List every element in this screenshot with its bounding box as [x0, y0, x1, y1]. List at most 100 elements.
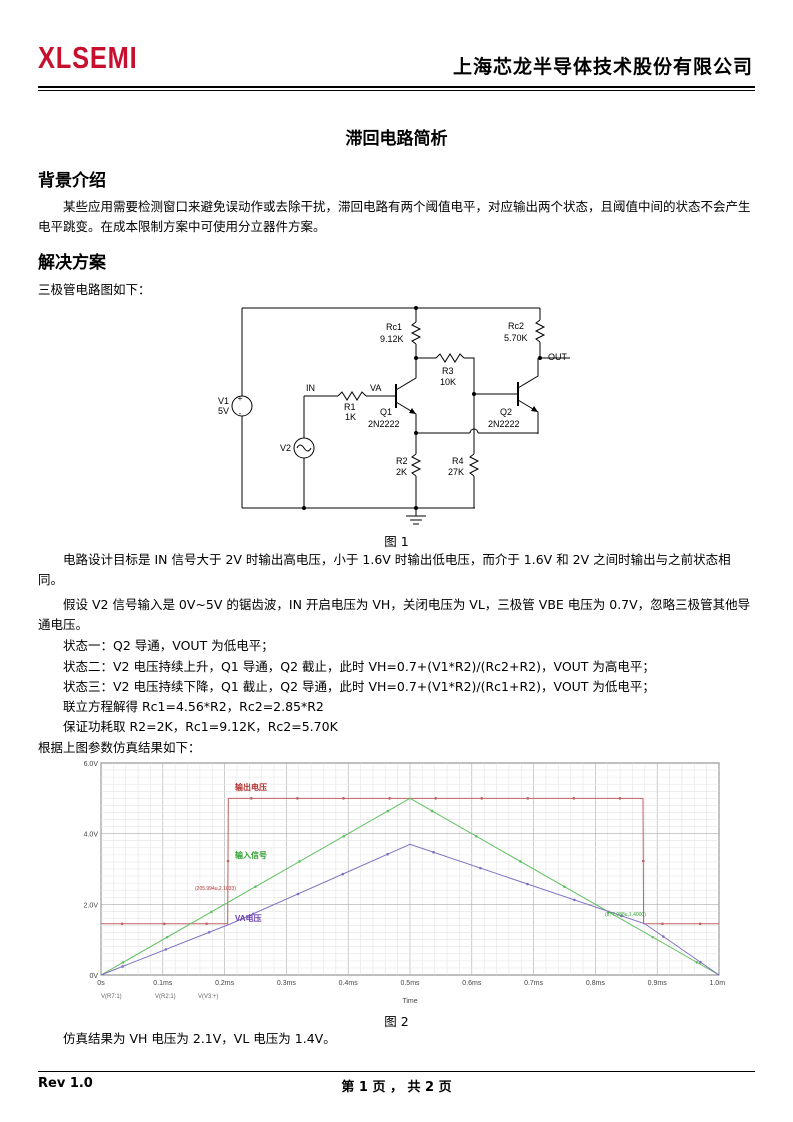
state-three: 状态三：V2 电压持续下降，Q1 截止，Q2 导通，此时 VH=0.7+(V1*…	[63, 679, 655, 694]
series-marker	[341, 872, 345, 876]
revision: Rev 1.0	[38, 1076, 93, 1091]
component-choice: 保证功耗取 R2=2K，Rc1=9.12K，Rc2=5.70K	[63, 719, 338, 734]
company-name: 上海芯龙半导体技术股份有限公司	[452, 56, 753, 78]
series-marker	[699, 960, 702, 964]
y-tick-label: 4.0V	[84, 832, 99, 839]
company-logo: XLSEMI	[38, 40, 138, 75]
series-marker	[121, 961, 125, 964]
series-marker	[526, 882, 529, 886]
background-paragraph: 某些应用需要检测窗口来避免误动作或去除干扰，滞回电路有两个阈值电平，对应输出两个…	[38, 199, 751, 234]
label-q1: Q1	[380, 407, 392, 417]
circuit-diagram: + - V1 5V V2 IN VA R1 1K Rc1 9.12K Rc2 5…	[218, 306, 570, 525]
series-marker	[296, 797, 299, 800]
label-rc1-val: 9.12K	[380, 334, 404, 344]
y-tick-label: 6.0V	[84, 761, 99, 768]
label-rc2-val: 5.70K	[504, 333, 528, 343]
annotation-vl-point: (877.088u,1.4000)	[605, 912, 646, 918]
section-heading-background: 背景介绍	[38, 171, 106, 191]
result-paragraph: 仿真结果为 VH 电压为 2.1V，VL 电压为 1.4V。	[63, 1031, 336, 1046]
series-marker	[563, 885, 566, 888]
equation-solution: 联立方程解得 Rc1=4.56*R2，Rc2=2.85*R2	[63, 699, 324, 714]
x-tick-label: 0s	[97, 980, 105, 987]
series-marker	[661, 922, 664, 926]
label-rc2: Rc2	[508, 321, 524, 331]
page-number: 第 1 页 ， 共 2 页	[341, 1080, 452, 1095]
series-marker	[121, 965, 124, 968]
svg-text:+: +	[238, 394, 243, 403]
x-tick-label: 0.2ms	[215, 980, 235, 987]
series-marker	[618, 797, 622, 800]
label-r1-val: 1K	[345, 412, 356, 422]
legend-r2: V(R2:1)	[155, 994, 176, 1000]
label-q1-type: 2N2222	[368, 419, 400, 429]
series-line-2	[100, 843, 720, 976]
series-line-1	[100, 797, 720, 976]
section-heading-solution: 解决方案	[38, 253, 106, 273]
series-marker	[120, 922, 124, 926]
x-tick-label: 0.7ms	[524, 980, 544, 987]
label-v1-val: 5V	[218, 406, 229, 416]
x-tick-label: 0.9ms	[648, 980, 668, 987]
legend-r7: V(R7:1)	[101, 994, 122, 1000]
series-marker	[573, 898, 576, 902]
series-marker	[205, 922, 208, 926]
label-in: IN	[306, 383, 315, 393]
label-r2: R2	[396, 456, 408, 466]
series-marker	[254, 885, 257, 888]
series-marker	[572, 797, 576, 800]
series-marker	[251, 912, 255, 916]
series-marker	[474, 834, 478, 838]
series-marker	[662, 935, 665, 938]
series-marker	[519, 860, 522, 863]
label-r2-val: 2K	[396, 467, 407, 477]
series-marker	[479, 866, 482, 870]
annotation-input-signal: 输入信号	[235, 850, 267, 860]
series-marker	[620, 914, 623, 918]
x-axis-label: Time	[402, 998, 417, 1005]
series-marker	[165, 935, 169, 939]
label-r4: R4	[452, 456, 464, 466]
annotation-vh-point: (205.994u,2.1033)	[195, 886, 236, 892]
series-marker	[695, 961, 699, 964]
figure2-caption: 图 2	[384, 1014, 409, 1029]
label-v1: V1	[218, 396, 229, 406]
svg-text:-: -	[239, 409, 242, 418]
series-marker	[698, 922, 702, 926]
doc-title: 滞回电路简析	[345, 129, 448, 149]
series-marker	[641, 859, 645, 863]
series-marker	[386, 809, 390, 813]
x-tick-label: 0.5ms	[400, 980, 420, 987]
label-q2: Q2	[500, 407, 512, 417]
label-r3-val: 10K	[440, 377, 456, 387]
x-tick-label: 1.0ms	[709, 980, 725, 987]
y-tick-label: 2.0V	[84, 902, 99, 909]
figure1-caption: 图 1	[384, 534, 409, 549]
series-marker	[430, 809, 434, 813]
label-out: OUT	[548, 352, 568, 362]
paragraph-design-goal: 电路设计目标是 IN 信号大于 2V 时输出高电压，小于 1.6V 时输出低电压…	[38, 552, 731, 587]
header-rule	[38, 86, 755, 88]
series-marker	[163, 922, 166, 926]
x-tick-label: 0.3ms	[277, 980, 297, 987]
paragraph-assumption: 假设 V2 信号输入是 0V~5V 的锯齿波，IN 开启电压为 VH，关闭电压为…	[38, 597, 751, 632]
footer-rule	[38, 1071, 755, 1072]
label-r4-val: 27K	[448, 467, 464, 477]
annotation-output-voltage: 输出电压	[235, 782, 267, 792]
label-q2-type: 2N2222	[488, 419, 520, 429]
series-marker	[250, 797, 253, 800]
header-rule-thin	[38, 90, 755, 91]
x-tick-label: 0.6ms	[462, 980, 482, 987]
series-marker	[210, 910, 213, 914]
x-tick-label: 0.8ms	[586, 980, 606, 987]
state-one: 状态一：Q2 导通，VOUT 为低电平；	[63, 638, 274, 653]
annotation-va-voltage: VA电压	[235, 913, 262, 923]
circuit-intro: 三极管电路图如下：	[38, 282, 151, 297]
x-tick-label: 0.1ms	[153, 980, 173, 987]
label-rc1: Rc1	[386, 322, 402, 332]
series-marker	[432, 850, 435, 854]
label-r3: R3	[442, 366, 454, 376]
x-tick-label: 0.4ms	[339, 980, 359, 987]
series-marker	[164, 948, 168, 951]
series-marker	[296, 892, 300, 896]
y-tick-label: 0V	[89, 973, 98, 980]
